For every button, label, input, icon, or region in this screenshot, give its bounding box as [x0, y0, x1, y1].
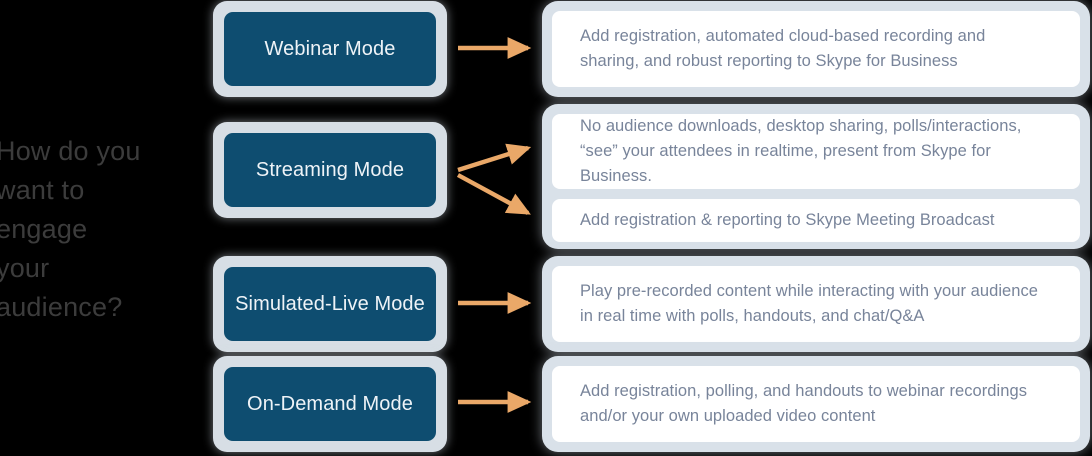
detail-card-text: Add registration & reporting to Skype Me… — [580, 211, 995, 229]
card-frame-on-demand: Add registration, polling, and handouts … — [542, 356, 1090, 452]
page-title: How do you want to engage your audience? — [0, 136, 141, 322]
arrow-streaming-upper — [457, 143, 532, 173]
mode-box-streaming[interactable]: Streaming Mode — [224, 133, 436, 207]
mode-box-on-demand[interactable]: On-Demand Mode — [224, 367, 436, 441]
mode-label-webinar: Webinar Mode — [264, 37, 396, 60]
mode-frame-webinar: Webinar Mode — [213, 1, 447, 97]
detail-card-text: Add registration, polling, and handouts … — [580, 382, 1027, 425]
card-frame-streaming: No audience downloads, desktop sharing, … — [542, 104, 1090, 249]
detail-card-streaming-primary[interactable]: No audience downloads, desktop sharing, … — [552, 114, 1080, 189]
detail-card-text: Play pre-recorded content while interact… — [580, 282, 1039, 325]
mode-label-streaming: Streaming Mode — [255, 158, 405, 181]
detail-card-text: No audience downloads, desktop sharing, … — [580, 117, 1022, 185]
detail-card-on-demand[interactable]: Add registration, polling, and handouts … — [552, 366, 1080, 442]
arrow-streaming-lower — [456, 173, 531, 215]
mode-label-simulated-live: Simulated-Live Mode — [235, 292, 425, 315]
detail-card-simulated-live[interactable]: Play pre-recorded content while interact… — [552, 266, 1080, 342]
card-frame-simulated-live: Play pre-recorded content while interact… — [542, 256, 1090, 352]
mode-box-simulated-live[interactable]: Simulated-Live Mode — [224, 267, 436, 341]
detail-card-streaming-secondary[interactable]: Add registration & reporting to Skype Me… — [552, 199, 1080, 242]
mode-frame-simulated-live: Simulated-Live Mode — [213, 256, 447, 352]
mode-frame-streaming: Streaming Mode — [213, 122, 447, 218]
detail-card-text: Add registration, automated cloud-based … — [580, 27, 986, 70]
mode-label-on-demand: On-Demand Mode — [247, 392, 413, 415]
mode-box-webinar[interactable]: Webinar Mode — [224, 12, 436, 86]
detail-card-webinar[interactable]: Add registration, automated cloud-based … — [552, 11, 1080, 87]
card-frame-webinar: Add registration, automated cloud-based … — [542, 1, 1090, 97]
mode-frame-on-demand: On-Demand Mode — [213, 356, 447, 452]
